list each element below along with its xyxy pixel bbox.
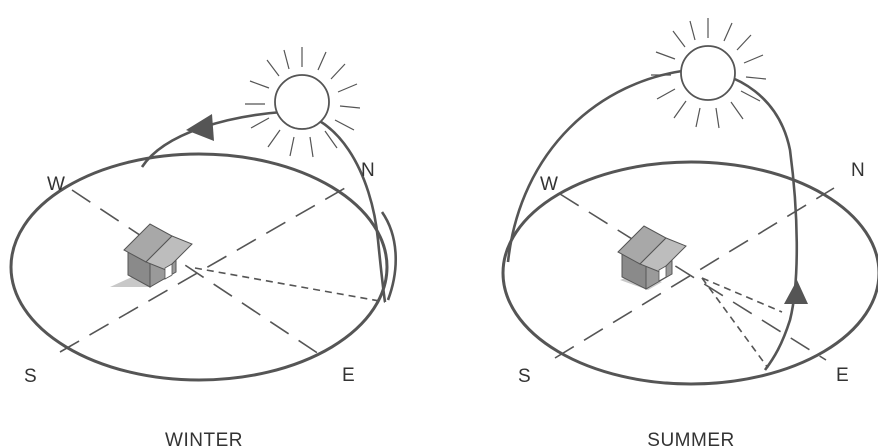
winter-sun-path (142, 112, 385, 302)
summer-house-icon (618, 226, 686, 290)
winter-horizon-ellipse (11, 154, 387, 380)
winter-west-label: W (47, 174, 65, 195)
summer-panel: W N S E SUMMER (503, 18, 878, 448)
summer-south-north-line (555, 188, 834, 358)
summer-sun-path (508, 70, 797, 370)
winter-north-label: N (361, 160, 375, 181)
summer-caption: SUMMER (647, 430, 734, 448)
winter-direction-arrow (186, 114, 214, 141)
summer-east-label: E (836, 365, 849, 386)
summer-north-label: N (851, 160, 865, 181)
winter-south-north-line (60, 184, 352, 352)
winter-sun-ray (195, 268, 385, 302)
summer-west-east-line (560, 194, 826, 360)
winter-panel: W N S E WINTER (11, 47, 396, 448)
summer-south-label: S (518, 366, 531, 387)
winter-east-label: E (342, 365, 355, 386)
summer-direction-arrow (784, 280, 808, 304)
summer-west-label: W (540, 174, 558, 195)
winter-caption: WINTER (165, 430, 243, 448)
winter-west-east-line (72, 190, 322, 356)
winter-south-label: S (24, 366, 37, 387)
summer-sun-ray-1 (702, 278, 768, 368)
winter-house-icon (110, 224, 192, 287)
